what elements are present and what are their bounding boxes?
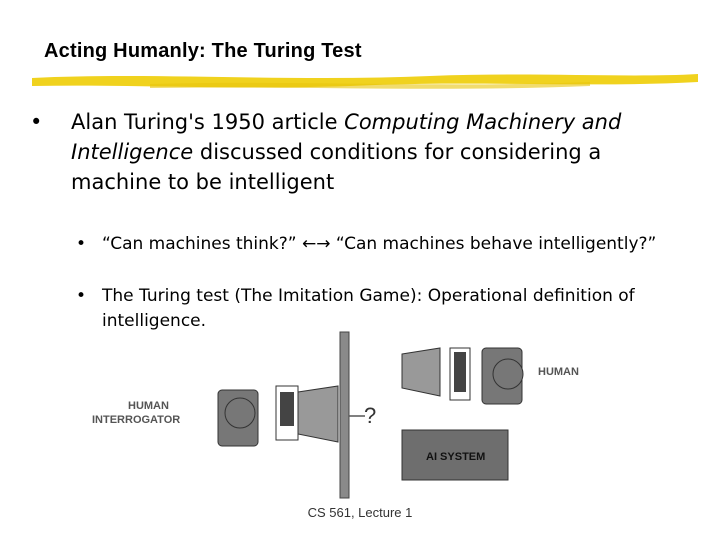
interrogator-label-line2: INTERROGATOR xyxy=(92,414,180,426)
interrogator-label-line1: HUMAN xyxy=(128,400,169,412)
sub-bullet-text: “Can machines think?” ←→ “Can machines b… xyxy=(102,234,657,254)
question-mark: ? xyxy=(364,403,376,428)
main-bullet-suffix: discussed conditions for considering a m… xyxy=(71,140,602,194)
sub-bullet-marker: • xyxy=(76,234,87,254)
ai-system-label: AI SYSTEM xyxy=(426,451,485,463)
sub-bullet-marker: • xyxy=(76,286,87,306)
turing-test-figure: HUMAN INTERROGATOR ? HUMAN AI SYSTEM xyxy=(92,331,579,499)
interrogator-figure xyxy=(217,385,339,447)
sub-bullet-turing-test: • The Turing test (The Imitation Game): … xyxy=(76,284,696,334)
ai-system-box: AI SYSTEM xyxy=(401,429,509,481)
human-figure xyxy=(401,347,524,405)
article-title: Computing Machinery and Intelligence xyxy=(71,110,622,164)
bullet-marker: • xyxy=(30,110,43,134)
human-label: HUMAN xyxy=(538,366,579,378)
sub-bullet-think: • “Can machines think?” ←→ “Can machines… xyxy=(76,232,696,282)
title-highlight-stroke xyxy=(32,74,698,89)
main-bullet-text: Alan Turing's 1950 article Computing Mac… xyxy=(71,107,671,197)
main-bullet-prefix: Alan Turing's 1950 article xyxy=(71,110,345,134)
slide-title: Acting Humanly: The Turing Test xyxy=(44,40,362,62)
slide-footer: CS 561, Lecture 1 xyxy=(307,505,413,520)
sub-bullet-text: The Turing test (The Imitation Game): Op… xyxy=(102,286,635,331)
divider-wall xyxy=(339,331,350,499)
